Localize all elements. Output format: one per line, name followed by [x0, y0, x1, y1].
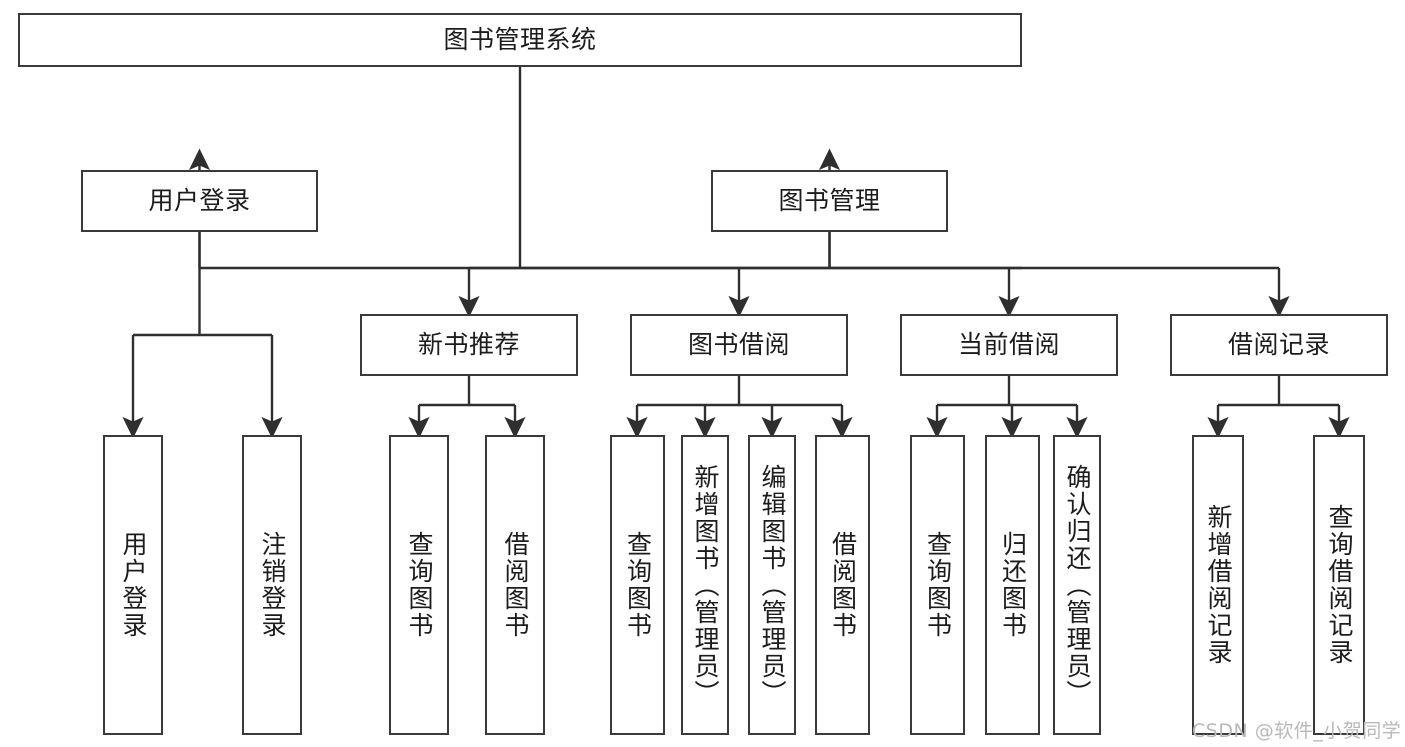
node-leaf-add-borrow-record[interactable]: 新增借阅记录 — [1192, 435, 1244, 735]
node-leaf-borrow-book-rec[interactable]: 借阅图书 — [485, 435, 545, 735]
leaf-label: 新增图书（管理员） — [691, 463, 720, 707]
node-leaf-edit-book-admin[interactable]: 编辑图书（管理员） — [748, 435, 796, 735]
node-leaf-add-book-admin[interactable]: 新增图书（管理员） — [681, 435, 729, 735]
node-book-borrow[interactable]: 图书借阅 — [630, 314, 848, 376]
leaf-label: 查询图书 — [623, 531, 653, 639]
node-leaf-borrow-book[interactable]: 借阅图书 — [815, 435, 870, 735]
node-new-book-recommend[interactable]: 新书推荐 — [360, 314, 578, 376]
leaf-label: 查询图书 — [923, 531, 953, 639]
node-leaf-query-borrow-record[interactable]: 查询借阅记录 — [1313, 435, 1365, 735]
node-leaf-query-book-current[interactable]: 查询图书 — [910, 435, 965, 735]
leaf-label: 用户登录 — [119, 531, 148, 639]
leaf-label: 注销登录 — [258, 531, 287, 639]
node-leaf-return-book[interactable]: 归还图书 — [985, 435, 1040, 735]
node-leaf-query-book-borrow[interactable]: 查询图书 — [610, 435, 665, 735]
leaf-label: 新增借阅记录 — [1204, 504, 1233, 666]
leaf-label: 归还图书 — [998, 531, 1028, 639]
csdn-watermark: CSDN @软件_小贺同学 — [1192, 720, 1402, 742]
leaf-label: 查询图书 — [405, 531, 434, 639]
node-book-manage[interactable]: 图书管理 — [711, 170, 948, 232]
node-leaf-query-book-rec[interactable]: 查询图书 — [389, 435, 449, 735]
node-leaf-confirm-return-admin[interactable]: 确认归还（管理员） — [1053, 435, 1101, 735]
leaf-label: 借阅图书 — [828, 531, 858, 639]
leaf-label: 借阅图书 — [501, 531, 530, 639]
leaf-label: 确认归还（管理员） — [1063, 463, 1092, 707]
node-current-borrow[interactable]: 当前借阅 — [900, 314, 1118, 376]
node-borrow-record[interactable]: 借阅记录 — [1170, 314, 1388, 376]
leaf-label: 查询借阅记录 — [1325, 504, 1354, 666]
node-leaf-user-logout[interactable]: 注销登录 — [242, 435, 302, 735]
leaf-label: 编辑图书（管理员） — [758, 463, 787, 707]
node-leaf-user-login[interactable]: 用户登录 — [103, 435, 163, 735]
node-user-login[interactable]: 用户登录 — [81, 170, 318, 232]
node-root-system[interactable]: 图书管理系统 — [18, 13, 1022, 67]
